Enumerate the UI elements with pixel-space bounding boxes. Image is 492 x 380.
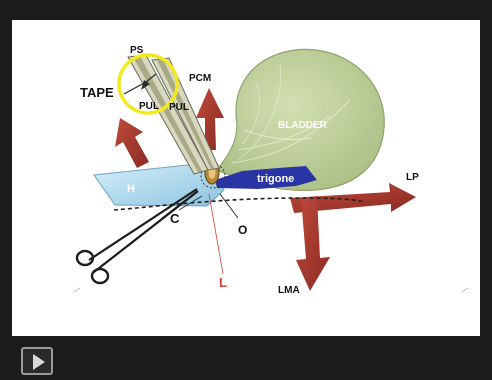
h-label: H bbox=[127, 183, 135, 195]
l-line bbox=[209, 194, 223, 274]
ps-label: PS bbox=[130, 45, 144, 56]
bladder-label: BLADDER bbox=[278, 120, 328, 131]
anatomy-diagram: PS TAPE PCM PUL PUL BLADDER LP H trigone… bbox=[12, 20, 480, 336]
control-bar bbox=[0, 336, 492, 380]
video-frame[interactable]: PS TAPE PCM PUL PUL BLADDER LP H trigone… bbox=[12, 20, 480, 336]
lma-label: LMA bbox=[278, 285, 300, 296]
c-label: C bbox=[170, 211, 180, 226]
o-pointer bbox=[220, 194, 238, 218]
pcm-label: PCM bbox=[189, 73, 211, 84]
pul-left-label: PUL bbox=[139, 101, 159, 112]
l-label: L bbox=[219, 275, 227, 290]
play-button[interactable] bbox=[21, 347, 53, 375]
o-label: O bbox=[238, 223, 247, 237]
tape-label: TAPE bbox=[80, 85, 114, 100]
pul-right-label: PUL bbox=[169, 102, 189, 113]
h-arrow bbox=[115, 118, 149, 168]
play-icon bbox=[33, 354, 45, 370]
trigone-label: trigone bbox=[257, 173, 294, 185]
lp-label: LP bbox=[406, 172, 419, 183]
